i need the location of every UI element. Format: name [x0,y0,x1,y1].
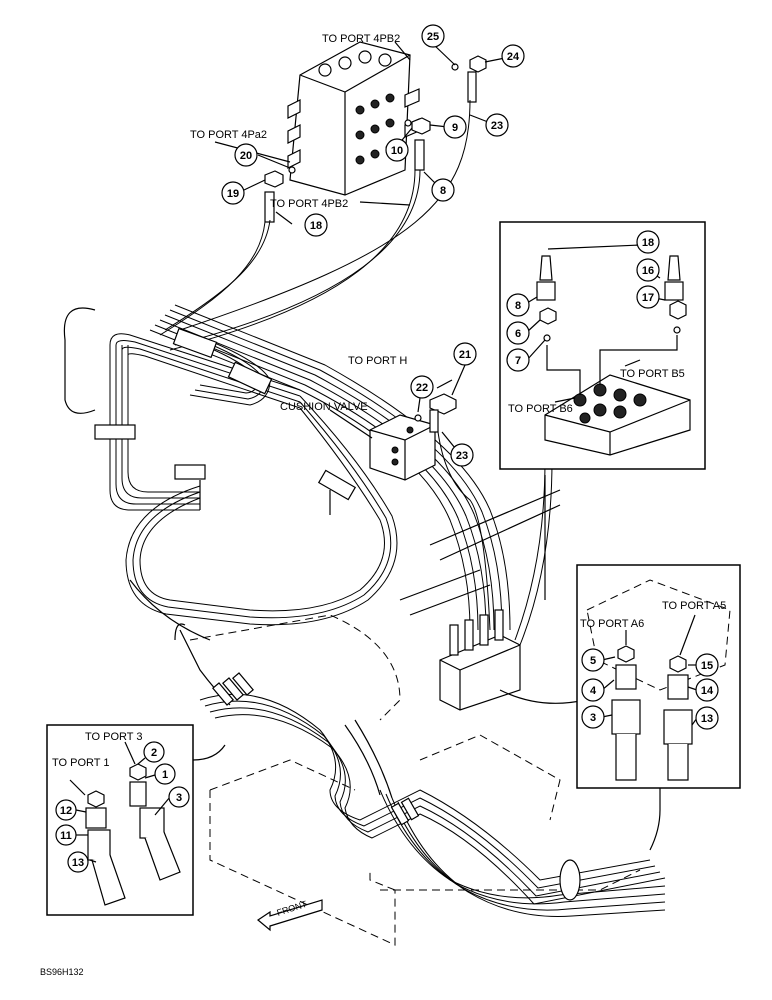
callout-18a: 18 [304,213,328,237]
control-valve [287,41,420,196]
figure-id: BS96H132 [40,967,84,977]
callout-23b: 23 [450,443,474,467]
b-manifold [439,475,586,711]
cushion-valve [329,364,466,481]
callout-8b-text: 8 [515,300,521,312]
callout-9-text: 9 [452,122,458,134]
inset-b-ports [499,221,706,470]
callout-17: 17 [636,285,660,309]
label-port-b6: TO PORT B6 [508,403,573,415]
callout-14-text: 14 [701,685,714,697]
callout-13b-text: 13 [72,857,84,869]
callout-16-text: 16 [642,265,654,277]
callout-25-text: 25 [427,31,439,43]
label-port-1: TO PORT 1 [52,757,109,769]
label-port-3: TO PORT 3 [85,731,142,743]
label-port-4pa2: TO PORT 4Pa2 [190,129,267,141]
callout-5: 5 [581,648,605,672]
callout-23a: 23 [485,113,509,137]
callout-1: 1 [154,763,176,785]
callout-12-text: 12 [60,805,72,817]
callout-20: 20 [234,143,258,167]
callout-22: 22 [410,375,434,399]
label-port-a6: TO PORT A6 [580,618,644,630]
callout-3a-text: 3 [590,712,596,724]
label-port-4pb2-top: TO PORT 4PB2 [322,33,400,45]
hose-bundle [94,99,553,646]
callout-1-text: 1 [162,769,168,781]
callout-3b: 3 [168,786,190,808]
callout-22-text: 22 [416,382,428,394]
callout-7: 7 [506,348,530,372]
callout-11-text: 11 [60,830,72,842]
callout-13a-text: 13 [701,713,713,725]
callout-20-text: 20 [240,150,252,162]
callout-16: 16 [636,258,660,282]
callout-4-text: 4 [590,685,597,697]
callout-15-text: 15 [701,660,713,672]
callout-8b: 8 [506,293,530,317]
callout-17-text: 17 [642,292,654,304]
callout-18b: 18 [636,230,660,254]
callout-5-text: 5 [590,655,596,667]
valve-fittings [264,55,487,223]
inset-a-ports [576,564,741,851]
callout-14: 14 [695,678,719,702]
callout-23b-text: 23 [456,450,468,462]
callout-21-text: 21 [459,349,471,361]
label-port-a5: TO PORT A5 [662,600,726,612]
callout-24: 24 [501,44,525,68]
inset-ports-1-3 [46,724,226,916]
callout-6-text: 6 [515,328,521,340]
callout-2-text: 2 [151,747,157,759]
front-arrow [256,899,323,932]
lower-section [174,614,666,946]
label-port-b5: TO PORT B5 [620,368,685,380]
callout-18a-text: 18 [310,220,322,232]
callout-6: 6 [506,321,530,345]
callout-24-text: 24 [507,51,520,63]
callout-group: 25 24 23 9 10 8 20 19 18 21 22 23 18 16 … [55,24,719,873]
callout-11: 11 [55,824,77,846]
callout-3a: 3 [581,705,605,729]
callout-13a: 13 [695,706,719,730]
callout-4: 4 [581,678,605,702]
callout-2: 2 [143,741,165,763]
callout-13b: 13 [67,851,89,873]
callout-25: 25 [421,24,445,48]
frame-lines [63,307,561,641]
callout-18b-text: 18 [642,237,654,249]
callout-10: 10 [385,138,409,162]
callout-7-text: 7 [515,355,521,367]
callout-8a-text: 8 [440,185,446,197]
callout-10-text: 10 [391,145,403,157]
callout-3b-text: 3 [176,792,182,804]
label-port-4pb2-mid: TO PORT 4PB2 [270,198,348,210]
label-cushion-valve: CUSHION VALVE [280,401,368,413]
callout-9: 9 [443,115,467,139]
callout-8a: 8 [431,178,455,202]
callout-19: 19 [221,181,245,205]
label-port-h: TO PORT H [348,355,407,367]
callout-12: 12 [55,799,77,821]
callout-23a-text: 23 [491,120,503,132]
callout-15: 15 [695,653,719,677]
callout-21: 21 [453,342,477,366]
callout-19-text: 19 [227,188,239,200]
